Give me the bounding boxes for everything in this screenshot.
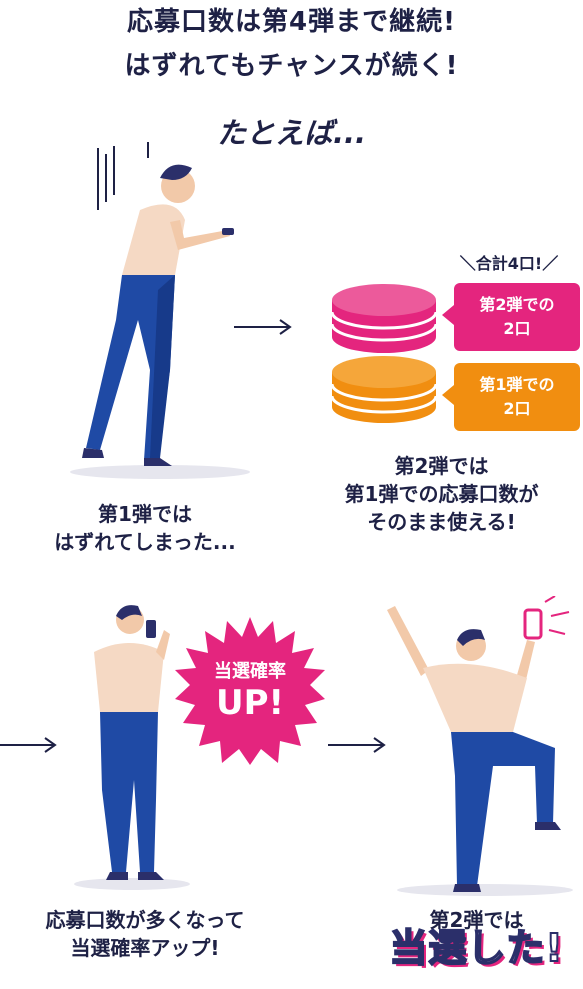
step1-line1: 第1弾では <box>98 502 192 526</box>
burst-text: 当選確率 UP! <box>175 615 325 765</box>
stacked-coins-illustration <box>330 284 438 423</box>
step2-caption: 第2弾では 第1弾での応募口数が そのまま使える! <box>300 452 583 536</box>
step4-line1: 第2弾では <box>429 908 524 932</box>
first-round-entries-badge: 第1弾での 2口 <box>442 363 580 431</box>
starburst-icon <box>175 617 325 765</box>
step3-caption: 応募口数が多くなって 当選確率アップ! <box>0 906 290 962</box>
step2-line2: 第1弾での応募口数が <box>344 482 539 506</box>
step4-caption: 第2弾では 当選した! <box>370 906 583 970</box>
step2-line1: 第2弾では <box>394 454 489 478</box>
celebrating-person-illustration <box>387 596 573 896</box>
headline: 応募口数は第4弾まで継続! はずれてもチャンスが続く! <box>0 4 583 84</box>
disappointed-person-illustration <box>70 142 250 479</box>
second-round-count: 2口 <box>503 319 531 338</box>
second-round-entries-badge: 第2弾での 2口 <box>442 283 580 351</box>
first-round-count: 2口 <box>503 399 531 418</box>
phone-call-person-illustration <box>74 605 190 890</box>
win-text: 当選した! <box>388 926 564 970</box>
example-heading: たとえば... <box>216 116 367 150</box>
burst-line2: UP! <box>215 683 285 723</box>
probability-up-burst: 当選確率 UP! <box>175 615 325 765</box>
step3-line2: 当選確率アップ! <box>70 936 220 960</box>
second-round-label: 第2弾での <box>479 295 555 314</box>
arrow-icon <box>0 737 57 753</box>
arrow-icon <box>328 737 386 753</box>
arrow-icon <box>234 319 292 335</box>
step1-line2: はずれてしまった... <box>54 530 236 554</box>
step3-line1: 応募口数が多くなって <box>45 908 245 932</box>
first-round-label: 第1弾での <box>479 375 555 394</box>
total-count-label: ＼合計4口!／ <box>459 254 559 273</box>
headline-line1: 応募口数は第4弾まで継続! <box>127 7 456 37</box>
step1-caption: 第1弾では はずれてしまった... <box>0 500 290 556</box>
burst-line1: 当選確率 <box>214 661 286 682</box>
step2-line3: そのまま使える! <box>367 510 516 534</box>
headline-line2: はずれてもチャンスが続く! <box>124 51 459 81</box>
